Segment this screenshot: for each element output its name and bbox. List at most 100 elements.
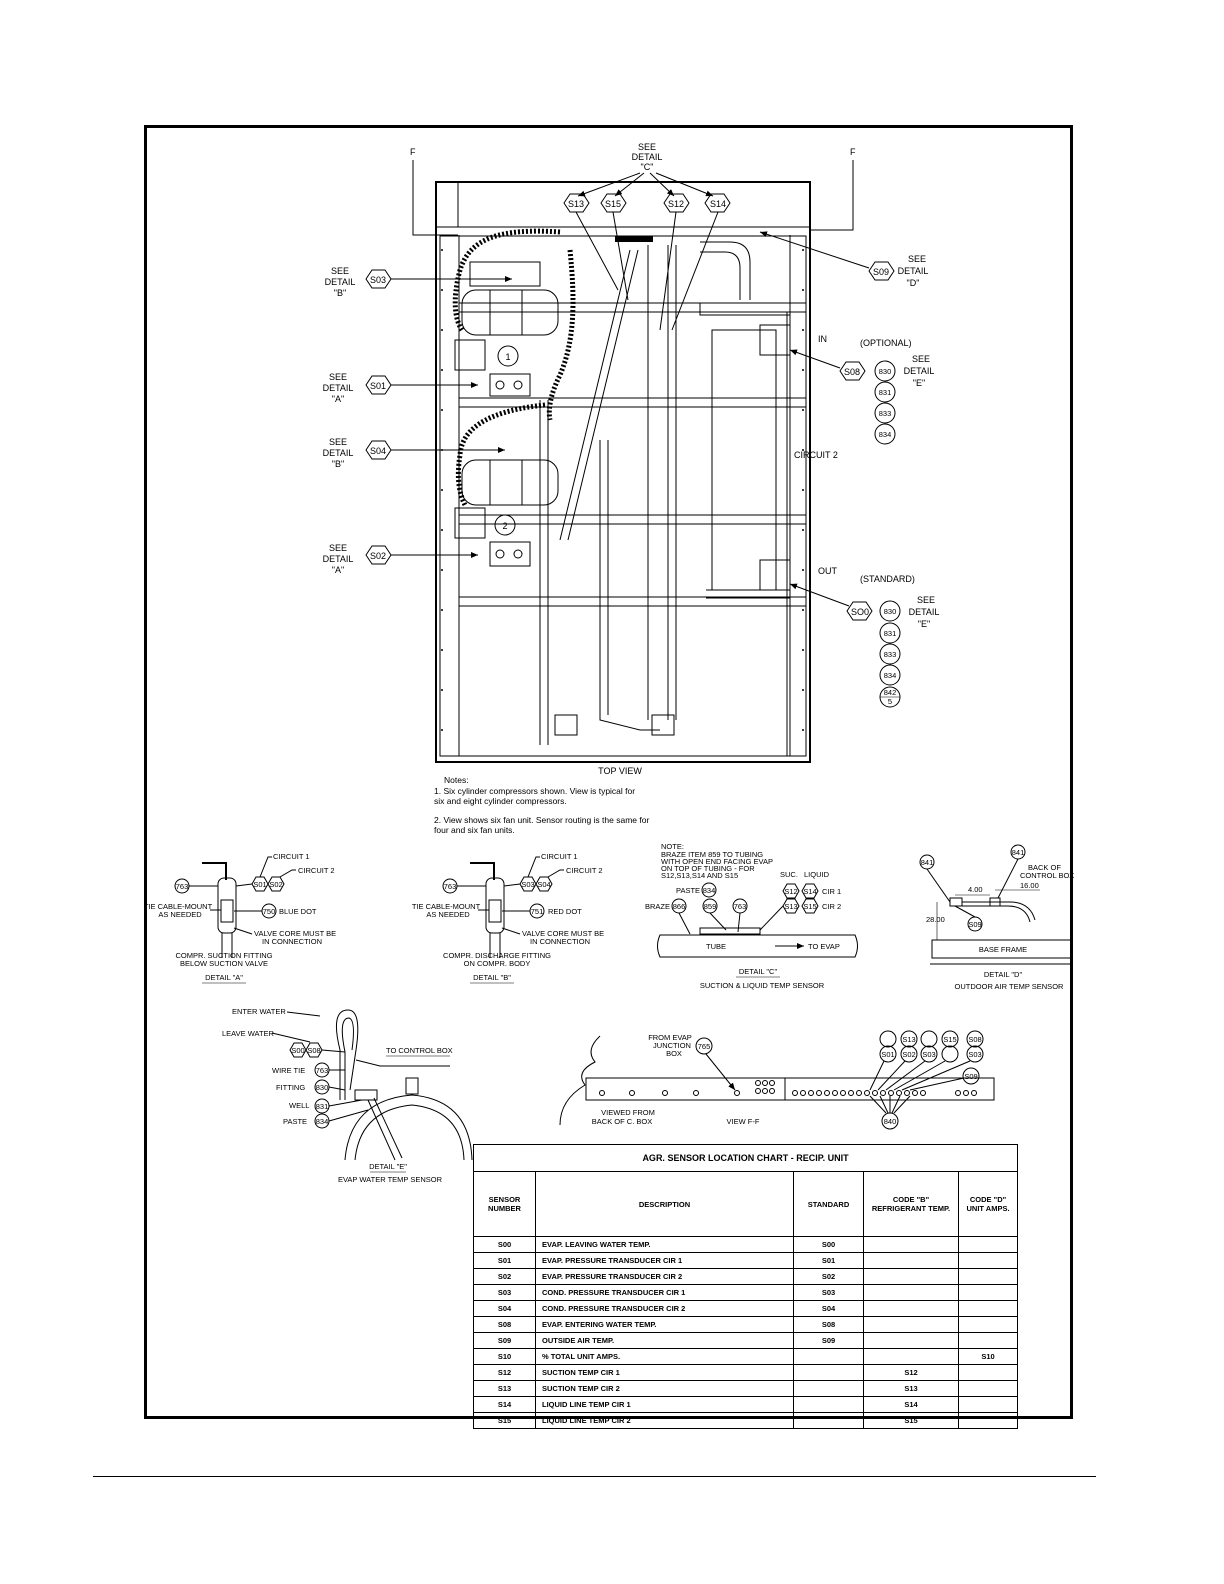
svg-text:BRAZE ITEM 859 TO TUBING: BRAZE ITEM 859 TO TUBING	[661, 850, 763, 859]
svg-text:TUBE: TUBE	[706, 942, 726, 951]
description-cell: LIQUID LINE TEMP CIR 1	[535, 1396, 794, 1413]
svg-text:six and eight cylinder compres: six and eight cylinder compressors.	[434, 796, 567, 806]
see-detail-a2-3: "A"	[332, 565, 344, 575]
standard-cell: S00	[793, 1236, 864, 1253]
description-cell: COND. PRESSURE TRANSDUCER CIR 1	[535, 1284, 794, 1301]
svg-text:OUTDOOR AIR TEMP SENSOR: OUTDOOR AIR TEMP SENSOR	[955, 982, 1064, 991]
sensor-number-cell: S09	[473, 1332, 536, 1349]
svg-text:DETAIL "A": DETAIL "A"	[205, 973, 243, 982]
top-sensor-s14: S14	[704, 193, 731, 213]
standard-label: (STANDARD)	[860, 574, 915, 584]
compressor-1-label: 1	[505, 352, 510, 362]
standard-cell	[793, 1396, 864, 1413]
see-detail-b1-1: SEE	[331, 266, 349, 276]
sensor-number-cell: S03	[473, 1284, 536, 1301]
see-detail-b1-2: DETAIL	[325, 277, 356, 287]
svg-text:LIQUID: LIQUID	[804, 870, 830, 879]
svg-text:NOTE:: NOTE:	[661, 842, 684, 851]
see-detail-d-2: DETAIL	[898, 266, 929, 276]
svg-text:JUNCTION: JUNCTION	[653, 1041, 691, 1050]
sensor-location-chart: AGR. SENSOR LOCATION CHART - RECIP. UNIT…	[472, 1144, 1019, 1429]
svg-text:CIRCUIT 1: CIRCUIT 1	[273, 852, 310, 861]
sensor-s08: S08	[839, 361, 866, 381]
sensor-s01: S01	[365, 375, 392, 395]
svg-text:S01: S01	[370, 381, 386, 391]
see-detail-e1-1: SEE	[912, 354, 930, 364]
svg-text:Notes:: Notes:	[444, 775, 469, 785]
see-detail-a1-1: SEE	[329, 372, 347, 382]
svg-text:S01: S01	[881, 1050, 894, 1059]
svg-text:834: 834	[703, 886, 716, 895]
svg-text:2. View shows six fan unit.: 2. View shows six fan unit. Sensor routi…	[434, 815, 649, 825]
svg-text:DETAIL "E": DETAIL "E"	[369, 1162, 407, 1171]
standard-cell: S08	[793, 1316, 864, 1333]
svg-text:DETAIL "C": DETAIL "C"	[739, 967, 778, 976]
compressor-2-label: 2	[502, 521, 507, 531]
see-detail-d-1: SEE	[908, 254, 926, 264]
circuit-2-label: CIRCUIT 2	[794, 450, 838, 460]
see-detail-b1-3: "B"	[334, 288, 346, 298]
standard-cell: S01	[793, 1252, 864, 1269]
svg-text:831: 831	[879, 388, 892, 397]
section-mark-left: F	[410, 147, 416, 157]
svg-text:S08: S08	[307, 1046, 320, 1055]
svg-text:830: 830	[879, 367, 892, 376]
top-sensor-s15: S15	[600, 193, 627, 213]
page-footer-rule	[93, 1476, 1096, 1477]
standard-cell	[793, 1348, 864, 1365]
svg-text:IN CONNECTION: IN CONNECTION	[262, 937, 322, 946]
svg-text:S12: S12	[784, 887, 797, 896]
code-b-cell	[863, 1300, 959, 1317]
svg-text:ENTER WATER: ENTER WATER	[232, 1007, 286, 1016]
detail-e: ENTER WATER LEAVE WATER S00 S08 TO CONTR…	[222, 1007, 473, 1184]
svg-text:ON COMPR. BODY: ON COMPR. BODY	[464, 959, 531, 968]
svg-text:WIRE TIE: WIRE TIE	[272, 1066, 305, 1075]
svg-text:S14: S14	[710, 199, 726, 209]
sensor-s04: S04	[365, 440, 392, 460]
detail-a: 763 S01 S02 CIRCUIT 1 CIRCUIT 2 TIE CABL…	[144, 852, 336, 984]
description-cell: EVAP. LEAVING WATER TEMP.	[535, 1236, 794, 1253]
sensor-number-cell: S04	[473, 1300, 536, 1317]
svg-text:TIE CABLE-MOUNT: TIE CABLE-MOUNT	[412, 902, 481, 911]
detail-c: NOTE: BRAZE ITEM 859 TO TUBING WITH OPEN…	[645, 842, 858, 990]
svg-text:BLUE DOT: BLUE DOT	[279, 907, 317, 916]
out-label: OUT	[818, 566, 838, 576]
see-detail-c-3: "C"	[641, 162, 654, 172]
svg-text:EVAP WATER TEMP SENSOR: EVAP WATER TEMP SENSOR	[338, 1175, 443, 1184]
see-detail-c-2: DETAIL	[632, 152, 663, 162]
svg-text:FITTING: FITTING	[276, 1083, 305, 1092]
sensor-number-cell: S02	[473, 1268, 536, 1285]
optional-codes: 830 831 833 834	[874, 360, 896, 445]
svg-text:S09: S09	[873, 267, 889, 277]
code-b-cell: S14	[863, 1396, 959, 1413]
svg-text:COMPR. SUCTION FITTING: COMPR. SUCTION FITTING	[175, 951, 272, 960]
description-cell: LIQUID LINE TEMP CIR 2	[535, 1412, 794, 1429]
code-b-cell	[863, 1284, 959, 1301]
sensor-number-cell: S08	[473, 1316, 536, 1333]
sensor-number-cell: S12	[473, 1364, 536, 1381]
svg-text:834: 834	[884, 671, 897, 680]
svg-text:CIR 1: CIR 1	[822, 887, 841, 896]
svg-text:DETAIL "D": DETAIL "D"	[984, 970, 1023, 979]
description-cell: SUCTION TEMP CIR 2	[535, 1380, 794, 1397]
svg-text:TIE CABLE-MOUNT: TIE CABLE-MOUNT	[144, 902, 213, 911]
svg-text:833: 833	[884, 650, 897, 659]
svg-text:S12: S12	[668, 199, 684, 209]
svg-text:S02: S02	[902, 1050, 915, 1059]
top-view: F F SEE DETAIL "C"	[323, 142, 940, 776]
svg-text:FROM EVAP: FROM EVAP	[648, 1033, 692, 1042]
svg-text:4.00: 4.00	[968, 885, 983, 894]
standard-cell: S02	[793, 1268, 864, 1285]
see-detail-a2-1: SEE	[329, 543, 347, 553]
description-cell: SUCTION TEMP CIR 1	[535, 1364, 794, 1381]
svg-text:BELOW SUCTION VALVE: BELOW SUCTION VALVE	[180, 959, 268, 968]
see-detail-e1-2: DETAIL	[904, 366, 935, 376]
code-d-cell	[957, 1236, 1019, 1253]
svg-text:four and six fan units.: four and six fan units.	[434, 825, 515, 835]
code-b-cell: S15	[863, 1412, 959, 1429]
